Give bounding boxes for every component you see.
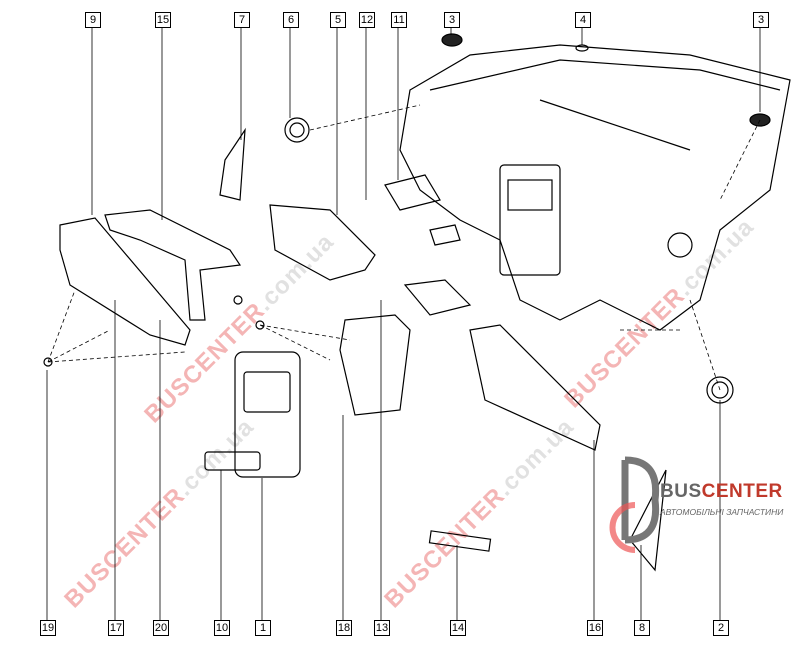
callout-17: 17 bbox=[108, 620, 124, 636]
callout-12: 12 bbox=[359, 12, 375, 28]
dashboard-panel bbox=[399, 44, 791, 331]
part-13-vent bbox=[403, 279, 472, 316]
callout-13: 13 bbox=[374, 620, 390, 636]
callout-5: 5 bbox=[330, 12, 346, 28]
part-5-bracket bbox=[269, 204, 376, 281]
callout-20: 20 bbox=[153, 620, 169, 636]
callout-9: 9 bbox=[85, 12, 101, 28]
logo-mark-icon bbox=[609, 456, 660, 553]
logo-name-part2: CENTER bbox=[701, 481, 783, 502]
dashboard-center-console bbox=[499, 164, 561, 276]
callout-7: 7 bbox=[234, 12, 250, 28]
callout-18: 18 bbox=[336, 620, 352, 636]
callout-2: 2 bbox=[713, 620, 729, 636]
callout-8: 8 bbox=[634, 620, 650, 636]
part-4-cap bbox=[575, 44, 589, 52]
logo-name-part1: BUS bbox=[660, 481, 702, 502]
part-18-frame bbox=[339, 314, 411, 416]
part-16-trim bbox=[469, 324, 601, 451]
logo-tagline: АВТОМОБІЛЬНІ ЗАПЧАСТИНИ bbox=[660, 507, 784, 517]
part-3-cap bbox=[441, 33, 463, 47]
callout-3: 3 bbox=[753, 12, 769, 28]
callout-19: 19 bbox=[40, 620, 56, 636]
callout-10: 10 bbox=[214, 620, 230, 636]
callout-15: 15 bbox=[155, 12, 171, 28]
part-1-center-panel bbox=[234, 351, 301, 478]
callout-16: 16 bbox=[587, 620, 603, 636]
dashboard-vent bbox=[667, 232, 693, 258]
part-9-lower-trim bbox=[59, 217, 191, 346]
callout-1: 1 bbox=[255, 620, 271, 636]
callout-11: 11 bbox=[391, 12, 407, 28]
callout-4: 4 bbox=[575, 12, 591, 28]
part-6-vent bbox=[284, 117, 310, 143]
buscenter-logo: BUSCENTER АВТОМОБІЛЬНІ ЗАПЧАСТИНИ bbox=[605, 455, 800, 645]
part-20-screw bbox=[255, 320, 265, 330]
callout-6: 6 bbox=[283, 12, 299, 28]
part-7-side-panel bbox=[219, 127, 246, 201]
part-12-bracket bbox=[429, 224, 461, 246]
part-17-screw bbox=[233, 295, 243, 305]
part-10-switch bbox=[204, 451, 261, 471]
part-15-trim bbox=[104, 209, 242, 321]
logo-name: BUSCENTER bbox=[660, 481, 783, 503]
part-8-side-panel bbox=[629, 469, 667, 572]
callout-14: 14 bbox=[450, 620, 466, 636]
part-14-strip bbox=[428, 530, 492, 552]
callout-3: 3 bbox=[444, 12, 460, 28]
part-11-box bbox=[384, 174, 441, 211]
